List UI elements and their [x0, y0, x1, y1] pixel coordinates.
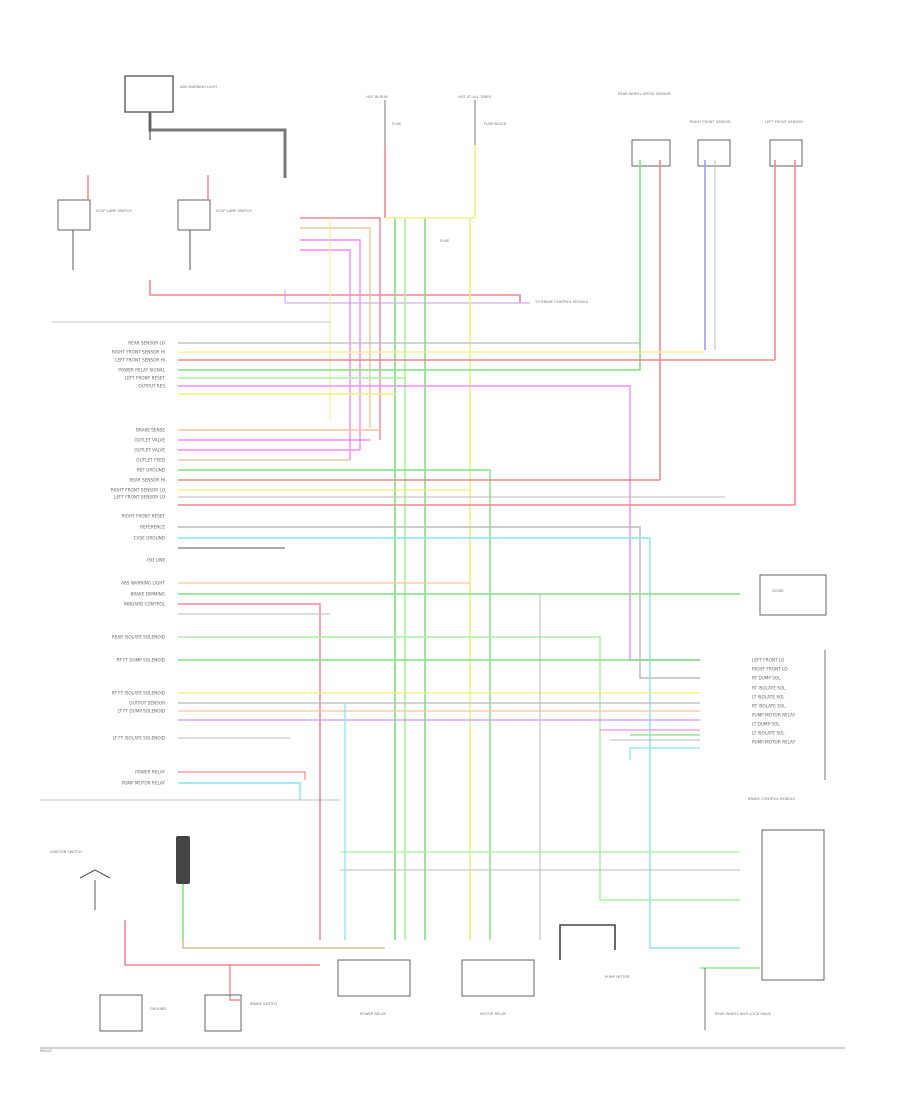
pin-label: BRAKE SENSE — [136, 428, 165, 433]
pin-label: LEFT FRONT SENSOR LO — [114, 495, 166, 500]
right-pin-label: LT ISOLATE SOL — [752, 731, 785, 736]
pin-label: LT FT ISOLATE SOLENOID — [113, 736, 165, 741]
pin-label: RIGHT FRONT RESET — [122, 514, 166, 519]
footer-code: M4047 — [40, 1049, 52, 1053]
stop-lamp-switch-2: STOP LAMP SWITCH — [177, 199, 252, 231]
pin-label: INBOARD CONTROL — [124, 602, 166, 607]
pin-label: ISO LINE — [147, 558, 165, 563]
module-pin-labels: REAR SENSOR LO RIGHT FRONT SENSOR HI LEFT … — [111, 341, 166, 786]
svg-text:RIGHT FRONT SENSOR: RIGHT FRONT SENSOR — [690, 120, 731, 124]
hot-at-all-times-fuse: HOT AT ALL TIMES FUSE BLOCK — [458, 95, 507, 165]
pin-label: LEFT FRONT SENSOR HI — [115, 358, 165, 363]
svg-text:ABS WARNING LIGHT: ABS WARNING LIGHT — [180, 85, 219, 89]
right-pin-label: RIGHT FRONT LO — [752, 667, 788, 672]
rear-wheel-speed-sensor: REAR WHEEL SPEED SENSOR — [618, 92, 671, 167]
svg-text:REAR WHEEL SPEED SENSOR: REAR WHEEL SPEED SENSOR — [618, 92, 671, 96]
pin-label: OUTPUT RES — [138, 384, 165, 389]
svg-text:TO BRAKE CONTROL MODULE: TO BRAKE CONTROL MODULE — [534, 300, 589, 304]
connector-block — [176, 836, 190, 884]
left-front-sensor: LEFT FRONT SENSOR — [765, 120, 803, 167]
pin-label: OUTLET VALVE — [134, 438, 165, 443]
right-pin-labels: LEFT FRONT LO RIGHT FRONT LO RT DUMP SOL RT… — [752, 658, 796, 745]
pin-label: LT FT DUMP SOLENOID — [118, 709, 165, 714]
pin-label: LEFT FRONT RESET — [125, 376, 166, 381]
svg-text:FUSE BLOCK: FUSE BLOCK — [484, 122, 507, 126]
pin-label: OUTLET FEED — [136, 458, 165, 463]
svg-text:FUSE: FUSE — [440, 239, 450, 243]
pin-label: REAR SENSOR HI — [129, 478, 165, 483]
svg-text:STOP LAMP SWITCH: STOP LAMP SWITCH — [96, 209, 132, 213]
motor-relay: MOTOR RELAY — [461, 959, 535, 1016]
pin-label: BRAKE DIMMING — [131, 592, 166, 597]
svg-text:PUMP MOTOR: PUMP MOTOR — [605, 975, 630, 979]
svg-text:FUSE: FUSE — [392, 122, 402, 126]
svg-text:MOTOR RELAY: MOTOR RELAY — [480, 1012, 507, 1016]
stop-lamp-switch-1: STOP LAMP SWITCH — [57, 199, 132, 231]
svg-text:LEFT FRONT SENSOR: LEFT FRONT SENSOR — [765, 120, 803, 124]
pin-label: REAR SENSOR LO — [128, 341, 165, 346]
svg-text:BRAKE SWITCH: BRAKE SWITCH — [250, 1002, 277, 1006]
svg-text:IGNITION SWITCH: IGNITION SWITCH — [50, 850, 82, 854]
svg-text:BRAKE CONTROL MODULE: BRAKE CONTROL MODULE — [748, 797, 796, 801]
pin-label: OUTPUT SENSOR — [129, 701, 165, 706]
right-pin-label: RT DUMP SOL — [752, 676, 781, 681]
warning-light: ABS WARNING LIGHT — [124, 75, 219, 113]
svg-text:GROUND: GROUND — [150, 1007, 166, 1011]
right-pin-label: RT ISOLATE SOL — [752, 704, 786, 709]
power-relay: POWER RELAY — [337, 959, 411, 1016]
hot-in-run-fuse: HOT IN RUN FUSE — [366, 95, 402, 165]
diode-box — [759, 574, 827, 616]
svg-text:HOT AT ALL TIMES: HOT AT ALL TIMES — [458, 95, 492, 99]
svg-text:POWER RELAY: POWER RELAY — [360, 1012, 386, 1016]
rear-antilock-valve: REAR WHEEL ANTI-LOCK VALVE — [715, 829, 825, 1016]
pin-label: RT FT ISOLATE SOLENOID — [112, 691, 165, 696]
right-pin-label: LEFT FRONT LO — [752, 658, 785, 663]
right-pin-label: PUMP MOTOR RELAY — [752, 713, 796, 718]
right-pin-label: LT ISOLATE SOL — [752, 695, 785, 700]
right-pin-label: PUMP MOTOR RELAY — [752, 740, 796, 745]
pin-label: PUMP MOTOR RELAY — [122, 781, 166, 786]
right-front-sensor: RIGHT FRONT SENSOR — [690, 120, 731, 167]
pin-label: RIGHT FRONT SENSOR LO — [111, 488, 166, 493]
pin-label: CASE GROUND — [134, 536, 165, 541]
pin-label: OUTLET VALVE — [134, 448, 165, 453]
right-pin-label: RT ISOLATE SOL — [752, 686, 786, 691]
pin-label: REF GROUND — [137, 468, 165, 473]
pin-label: RT FT DUMP SOLENOID — [117, 658, 165, 663]
ground-box: GROUND — [99, 994, 166, 1032]
pin-label: ABS WARNING LIGHT — [121, 581, 165, 586]
ignition-switch: IGNITION SWITCH — [50, 850, 111, 910]
brake-switch: BRAKE SWITCH — [204, 994, 277, 1032]
pin-label: POWER RELAY SIGNAL — [118, 368, 165, 373]
pin-label: POWER RELAY — [135, 770, 165, 775]
svg-text:DIODE: DIODE — [772, 589, 784, 593]
pin-label: REFERENCE — [140, 525, 165, 530]
pin-label: REAR ISOLATE SOLENOID — [112, 635, 165, 640]
pin-label: RIGHT FRONT SENSOR HI — [112, 350, 165, 355]
right-pin-label: LT DUMP SOL — [752, 722, 780, 727]
pump-motor: PUMP MOTOR — [605, 975, 630, 979]
svg-text:STOP LAMP SWITCH: STOP LAMP SWITCH — [216, 209, 252, 213]
svg-text:HOT IN RUN: HOT IN RUN — [366, 95, 388, 99]
svg-text:REAR WHEEL ANTI-LOCK VALVE: REAR WHEEL ANTI-LOCK VALVE — [715, 1012, 772, 1016]
